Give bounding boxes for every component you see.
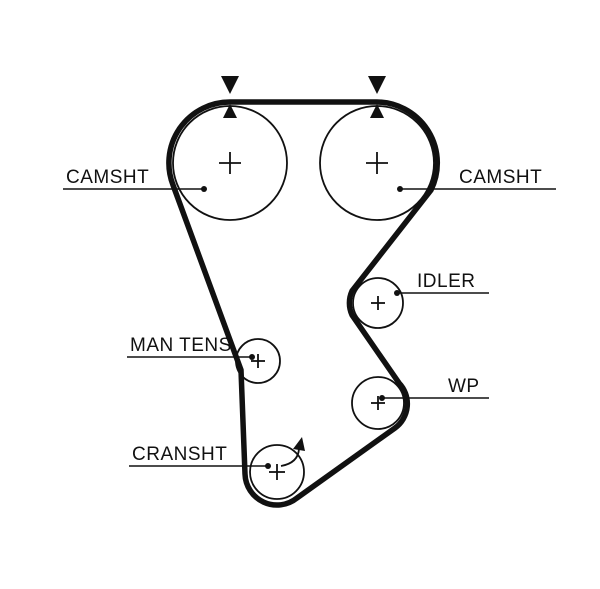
- timing-mark-down-icon-right: [368, 76, 386, 94]
- label-idler: IDLER: [417, 271, 475, 292]
- timing-mark-down-icon-left: [221, 76, 239, 94]
- label-water-pump: WP: [448, 376, 480, 397]
- label-camshaft-right: CAMSHT: [459, 167, 542, 188]
- crankshaft-center-cross: [269, 464, 285, 480]
- leader-dot-tensioner: [249, 354, 255, 360]
- label-tensioner: MAN TENS: [130, 335, 232, 356]
- leader-dot-camshaft-right: [397, 186, 403, 192]
- leader-dot-water-pump: [379, 395, 385, 401]
- tensioner-pulley: [235, 338, 281, 384]
- water-pump-pulley: [351, 376, 405, 430]
- leader-dot-camshaft-left: [201, 186, 207, 192]
- leader-dot-idler: [394, 290, 400, 296]
- leader-dot-crankshaft: [265, 463, 271, 469]
- label-camshaft-left: CAMSHT: [66, 167, 149, 188]
- camshaft-right-center-cross: [366, 152, 388, 174]
- crankshaft-pulley: [249, 444, 305, 500]
- label-crankshaft: CRANSHT: [132, 444, 227, 465]
- tensioner-center-cross: [251, 354, 265, 368]
- water-pump-center-cross: [371, 396, 385, 410]
- rotation-arrow-icon: [280, 437, 305, 467]
- timing-mark-up-icon-left: [223, 104, 237, 118]
- timing-belt-path: [166, 99, 441, 508]
- idler-pulley: [352, 277, 404, 329]
- camshaft-left-center-cross: [219, 152, 241, 174]
- timing-mark-up-icon-right: [370, 104, 384, 118]
- idler-center-cross: [371, 296, 385, 310]
